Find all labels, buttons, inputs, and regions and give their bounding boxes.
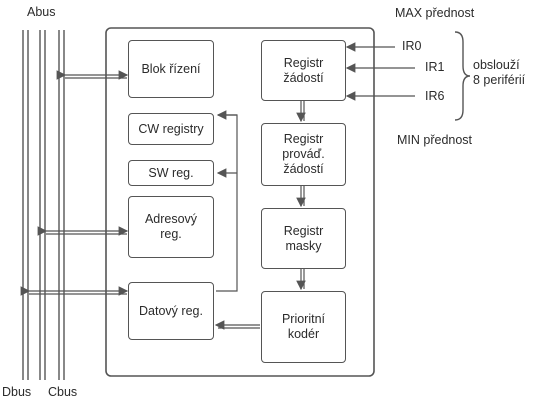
- block-in-service-label: Registr prováď. žádostí: [282, 132, 325, 176]
- block-request-label: Registr žádostí: [283, 55, 324, 85]
- serves-label: obslouží 8 periférií: [473, 58, 526, 87]
- curly-brace: [454, 31, 471, 121]
- block-sw-label: SW reg.: [148, 165, 194, 180]
- block-sw-register: SW reg.: [128, 160, 214, 186]
- ir6-label: IR6: [425, 89, 445, 103]
- dbus-label: Dbus: [2, 385, 32, 399]
- block-data-register: Datový reg.: [128, 282, 214, 340]
- block-cw-label: CW registry: [138, 121, 204, 136]
- block-priority-label: Prioritní kodér: [281, 312, 326, 341]
- ir0-label: IR0: [402, 39, 422, 53]
- block-control-label: Blok řízení: [141, 61, 201, 76]
- chip-outline: [105, 27, 375, 377]
- block-mask-register: Registr masky: [261, 208, 346, 269]
- block-address-label: Adresový reg.: [144, 212, 198, 241]
- min-priority-label: MIN přednost: [397, 133, 473, 147]
- block-mask-label: Registr masky: [283, 223, 324, 253]
- block-control: Blok řízení: [128, 40, 214, 98]
- block-address-register: Adresový reg.: [128, 196, 214, 258]
- block-priority-encoder: Prioritní kodér: [261, 291, 346, 363]
- max-priority-label: MAX přednost: [395, 6, 475, 20]
- block-in-service-register: Registr prováď. žádostí: [261, 123, 346, 186]
- block-data-label: Datový reg.: [139, 303, 203, 318]
- block-cw-registers: CW registry: [128, 113, 214, 145]
- bus-lines: [22, 30, 65, 380]
- cbus-label: Cbus: [48, 385, 78, 399]
- block-request-register: Registr žádostí: [261, 40, 346, 101]
- abus-label: Abus: [27, 5, 56, 19]
- ir1-label: IR1: [425, 60, 445, 74]
